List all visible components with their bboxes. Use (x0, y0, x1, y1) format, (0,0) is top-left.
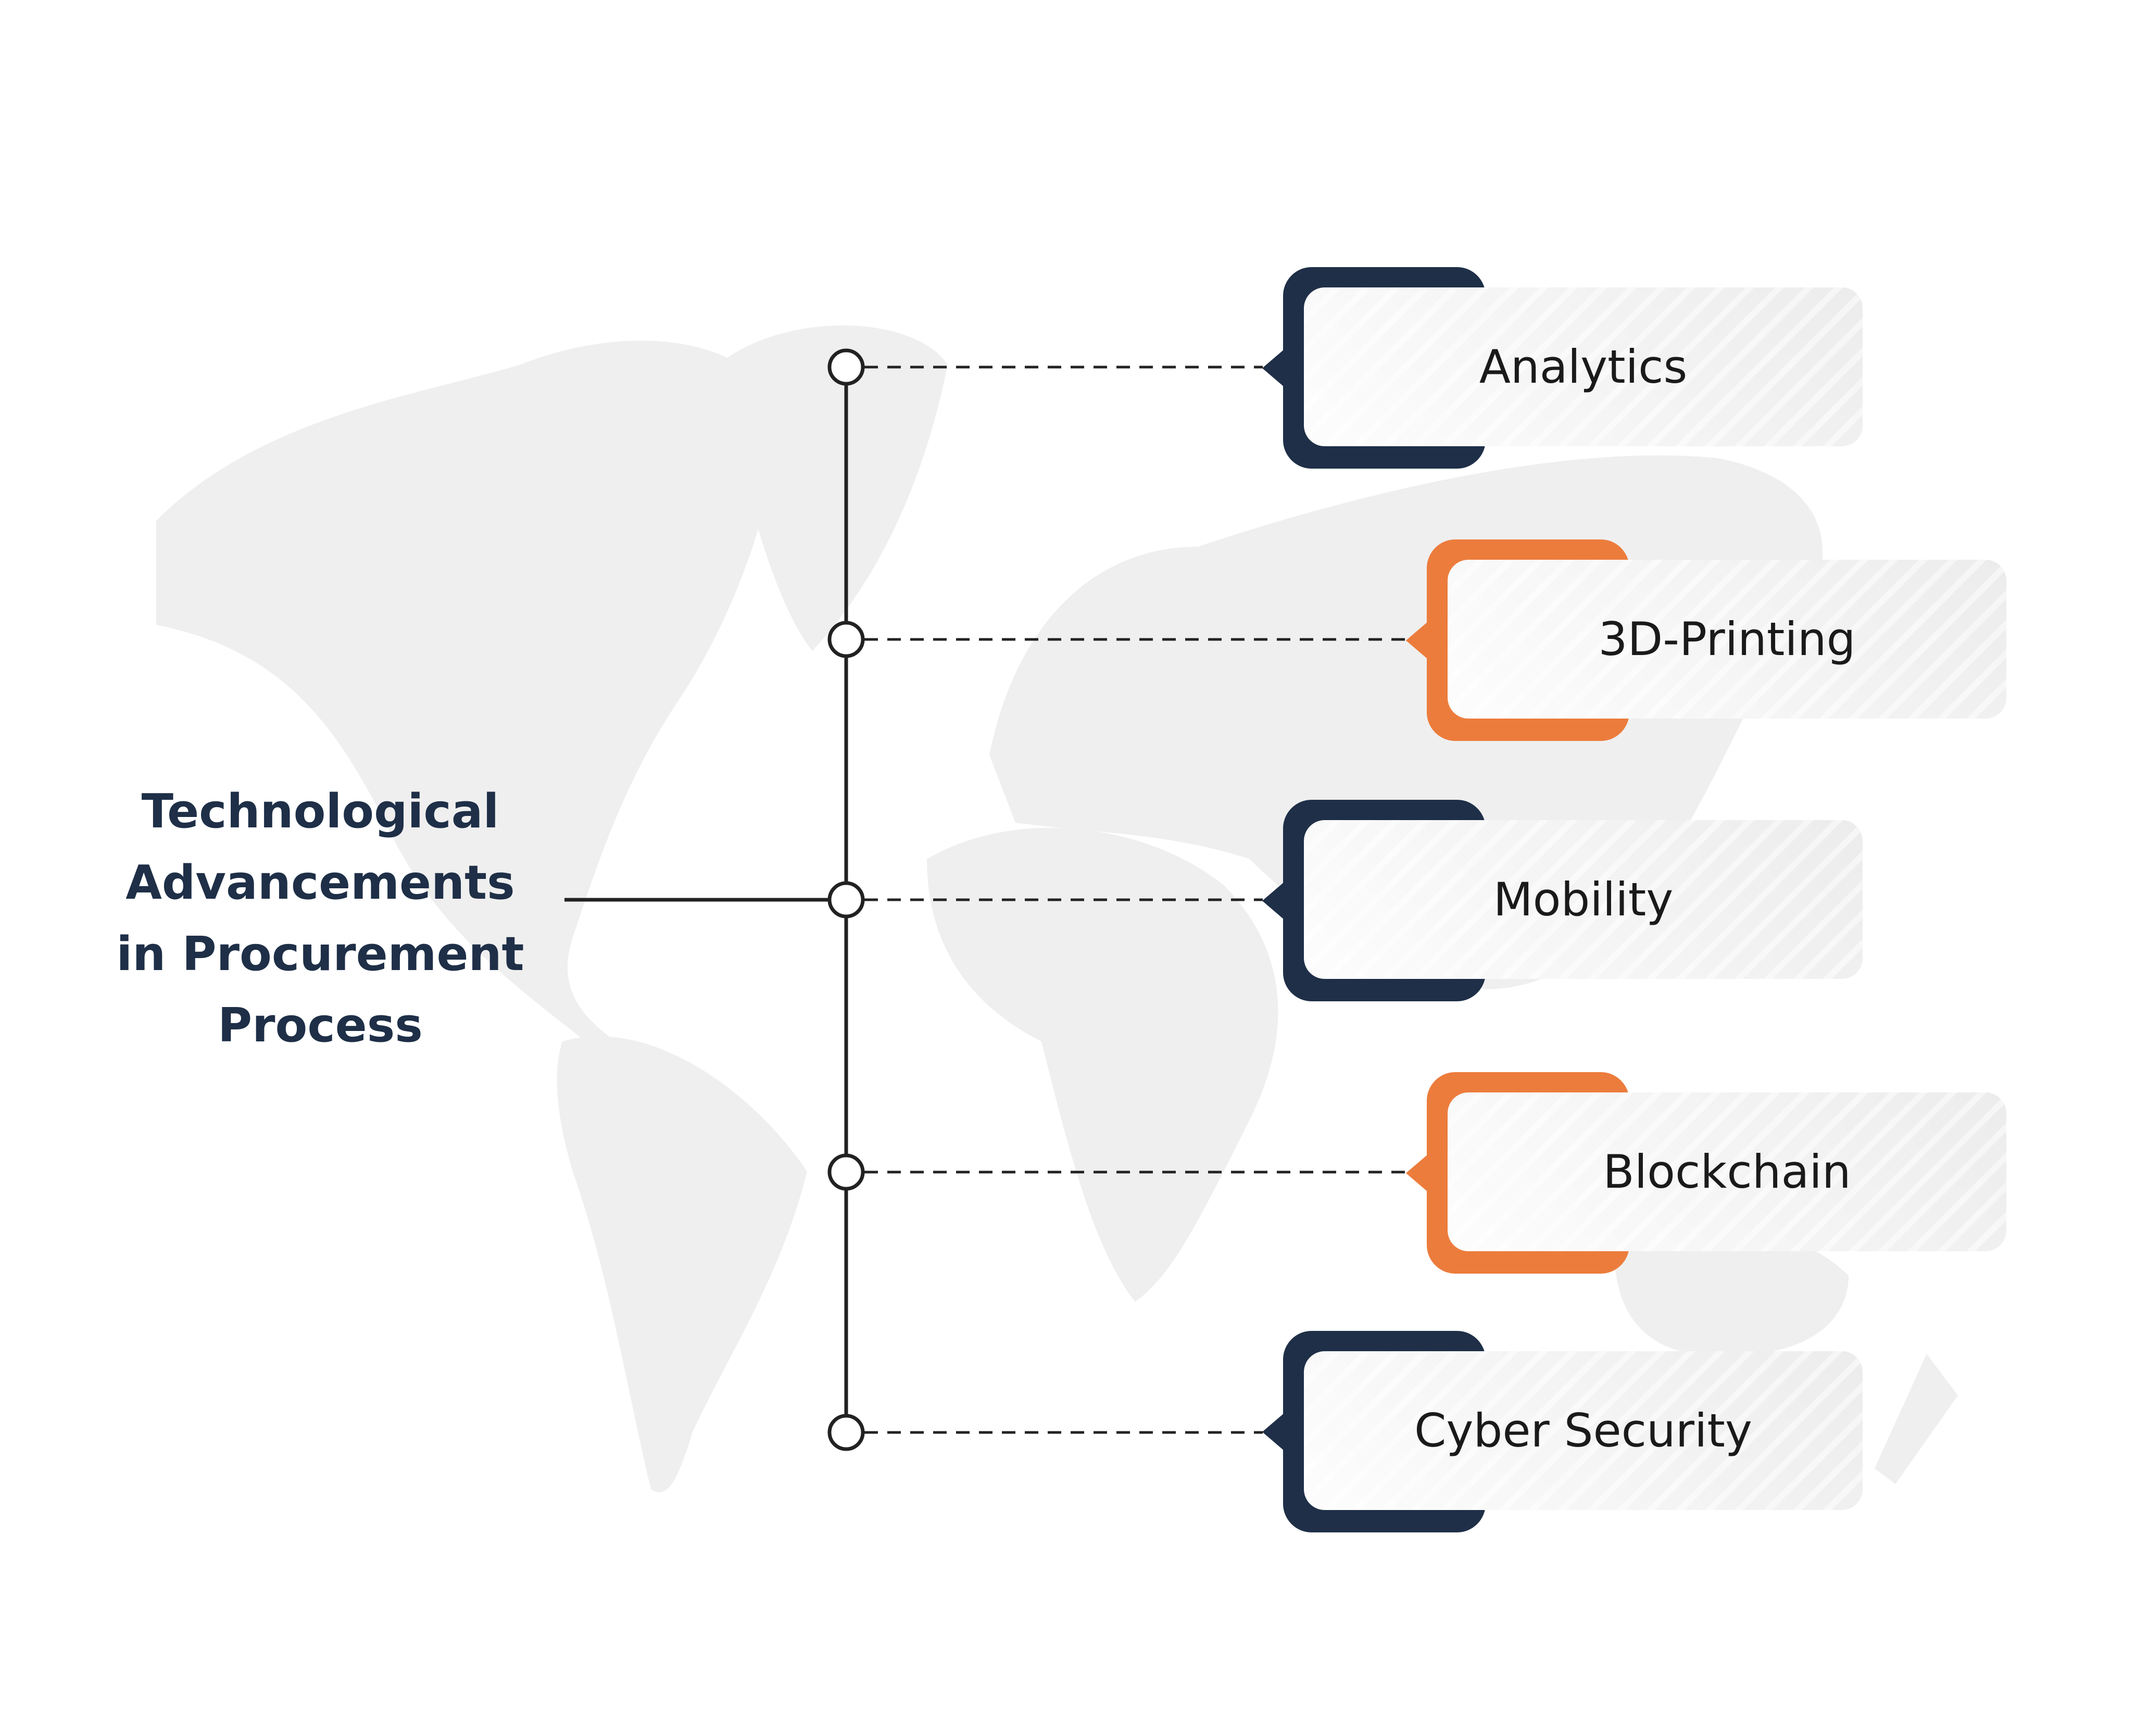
node-circle-mobility (827, 881, 865, 919)
node-circle-cyber-security (827, 1414, 865, 1451)
label-box: Blockchain (1448, 1092, 2006, 1251)
pointer-arrow (1262, 882, 1284, 920)
north-america (156, 341, 781, 1067)
africa (927, 827, 1278, 1302)
pointer-arrow (1406, 622, 1428, 659)
item-label: Blockchain (1603, 1145, 1851, 1199)
australia (1614, 1226, 1849, 1356)
label-box: 3D-Printing (1448, 560, 2006, 719)
title-line: Process (218, 998, 423, 1053)
diagram-title: Technological Advancements in Procuremen… (78, 776, 562, 1061)
item-label: 3D-Printing (1598, 612, 1856, 666)
pointer-arrow (1262, 1413, 1284, 1451)
south-america (557, 1036, 807, 1492)
new-zealand (1875, 1354, 1958, 1484)
pointer-arrow (1406, 1154, 1428, 1192)
greenland (719, 325, 948, 651)
title-line: in Procurement (116, 927, 524, 982)
pointer-arrow (1262, 349, 1284, 387)
item-label: Cyber Security (1414, 1404, 1753, 1457)
node-circle-blockchain (827, 1153, 865, 1191)
item-label: Mobility (1493, 873, 1674, 926)
node-circle-analytics (827, 348, 865, 386)
label-box: Mobility (1304, 820, 1863, 979)
label-box: Cyber Security (1304, 1351, 1863, 1510)
title-line: Technological (141, 784, 499, 839)
label-box: Analytics (1304, 287, 1863, 446)
node-circle-3d-printing (827, 621, 865, 658)
title-line: Advancements (125, 856, 515, 910)
item-label: Analytics (1479, 340, 1688, 394)
